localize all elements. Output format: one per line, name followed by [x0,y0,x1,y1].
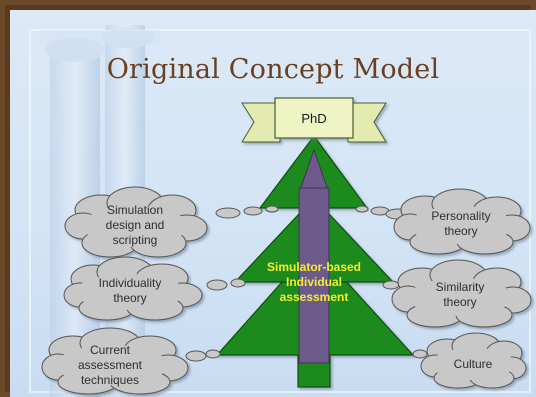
cloud-personality-line-2: theory [444,224,477,238]
growth-arrow [298,148,330,364]
tree-label-line-2: Individual [286,275,342,289]
cloud-personality: Personality theory [393,188,531,255]
cloud-similarity-line-2: theory [443,295,476,309]
cloud-simulation-design: Simulation design and scripting [64,186,208,258]
cloud-individuality: Individuality theory [63,256,203,321]
cloud-current-line-1: Current [90,343,131,357]
slide-title: Original Concept Model [106,54,440,85]
cloud-current-assessment: Current assessment techniques [41,327,189,395]
cloud-similarity-line-1: Similarity [436,280,485,294]
cloud-similarity: Similarity theory [391,259,532,328]
slide-canvas: Original Concept Model Simulat [10,10,536,397]
cloud-individuality-line-2: theory [113,291,146,305]
cloud-simulation-line-3: scripting [113,233,158,247]
concept-diagram: Simulator-based Individual assessment Ph… [41,97,532,395]
tree-label: Simulator-based Individual assessment [267,260,361,304]
cloud-personality-line-1: Personality [431,209,490,223]
phd-label: PhD [301,111,326,126]
tree-label-line-1: Simulator-based [267,260,361,274]
cloud-current-line-3: techniques [81,373,139,387]
cloud-individuality-line-1: Individuality [99,276,162,290]
cloud-culture: Culture [420,332,527,389]
cloud-simulation-line-1: Simulation [107,203,163,217]
cloud-current-line-2: assessment [78,358,143,372]
connector-bubbles [185,205,428,362]
cloud-simulation-line-2: design and [106,218,165,232]
cloud-culture-line-1: Culture [454,357,493,371]
tree-label-line-3: assessment [280,290,349,304]
phd-banner: PhD [241,97,387,143]
